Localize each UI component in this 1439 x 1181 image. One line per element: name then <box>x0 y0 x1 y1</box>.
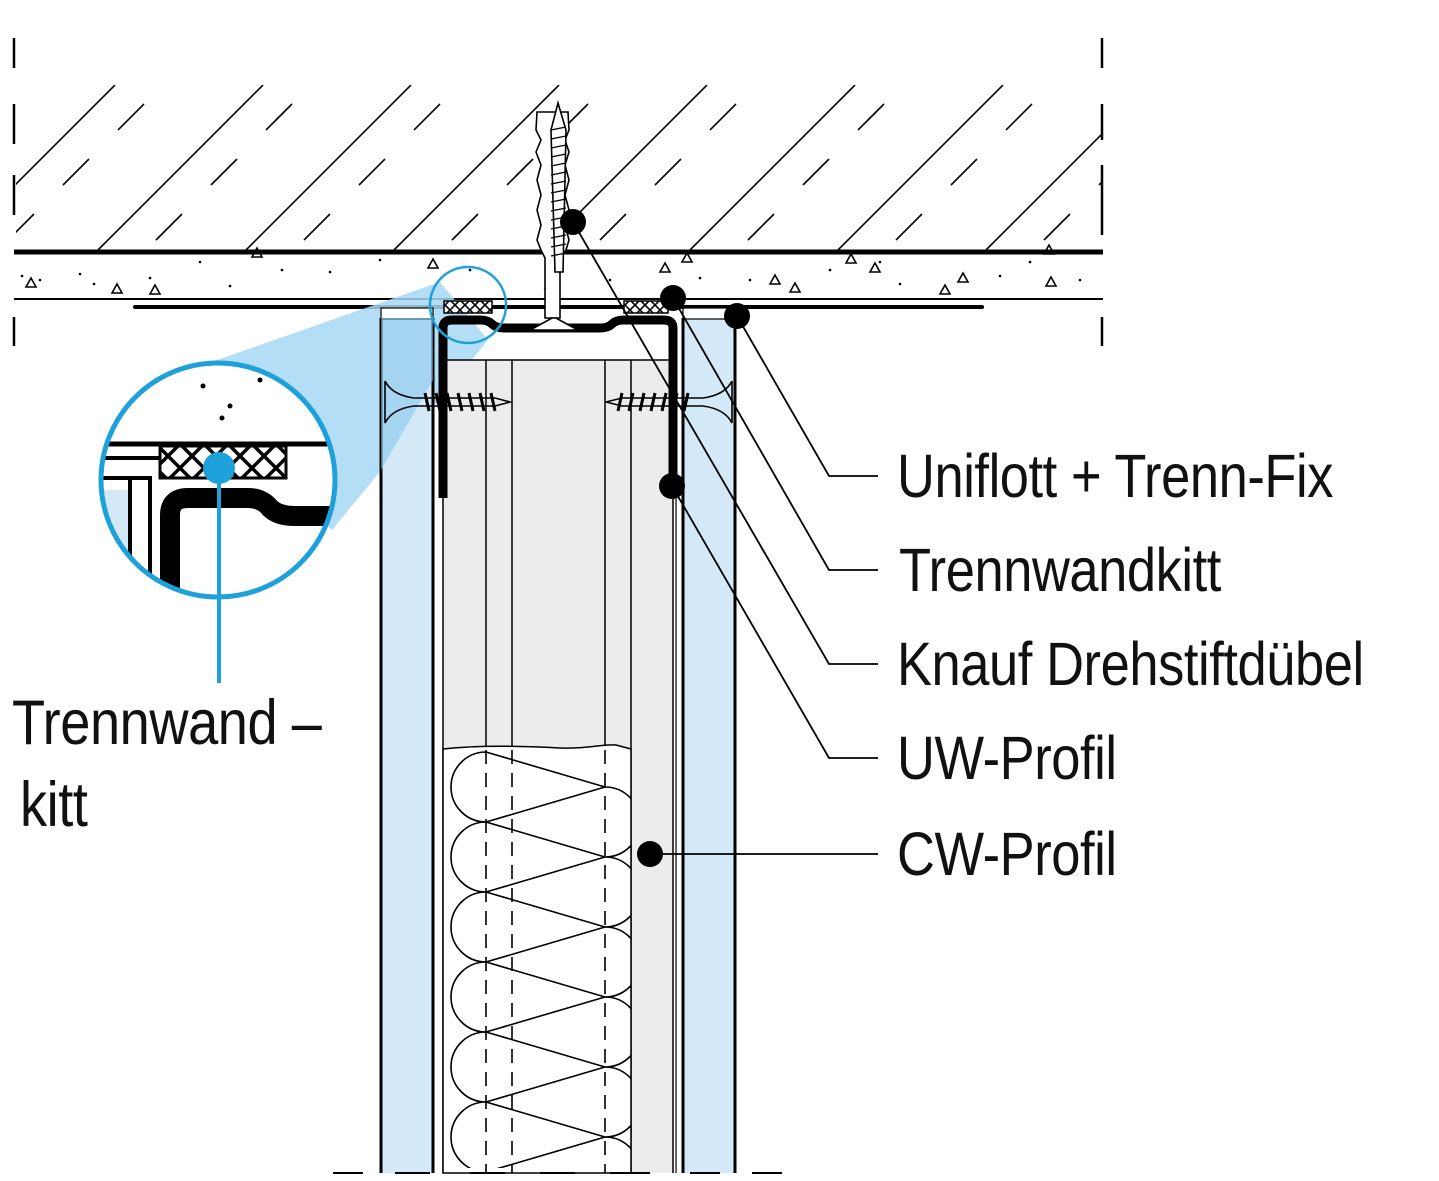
label-cw-profil: CW-Profil <box>897 824 1117 885</box>
hatch-dash <box>1302 104 1328 130</box>
hatch-line <box>688 85 855 252</box>
leader-drehstiftduebel-dot <box>560 209 586 235</box>
label-uw-profil: UW-Profil <box>897 728 1117 789</box>
leader-uniflott <box>737 316 878 476</box>
aggregate-dot <box>999 275 1002 278</box>
aggregate-mark <box>790 283 800 292</box>
hatch-dash <box>118 104 144 130</box>
aggregate-dot <box>93 283 96 286</box>
sealant-strip-left <box>444 301 492 313</box>
hatch-dash <box>156 214 182 240</box>
leader-uniflott-dot <box>724 303 750 329</box>
aggregate-mark <box>112 284 122 293</box>
hatch-dash <box>600 214 626 240</box>
hatch-dash <box>1154 104 1180 130</box>
aggregate-dot <box>749 279 752 282</box>
hatch-dash <box>655 159 681 185</box>
hatch-dash <box>359 159 385 185</box>
aggregate-dot <box>609 279 612 282</box>
aggregate-mark <box>150 285 160 294</box>
magnified-detail <box>100 363 340 683</box>
aggregate-dot <box>899 283 902 286</box>
hatch-dash <box>1247 159 1273 185</box>
hatch-line <box>984 85 1151 252</box>
hatch-dash <box>803 159 829 185</box>
hatch-line <box>244 85 411 252</box>
mineral-wool-insulation <box>443 745 640 1181</box>
hatch-line <box>392 85 559 252</box>
aggregate-mark <box>1046 277 1056 286</box>
aggregate-dot <box>699 277 702 280</box>
aggregate-dot <box>79 273 82 276</box>
aggregate-dot <box>469 269 472 272</box>
label-knauf-drehstiftduebel: Knauf Drehstiftdübel <box>897 634 1364 695</box>
hatch-dash <box>452 214 478 240</box>
hatch-dash <box>507 159 533 185</box>
aggregate-dot <box>229 285 232 288</box>
hatch-dash <box>710 104 736 130</box>
aggregate-dot <box>21 275 24 278</box>
aggregate-dot <box>1079 279 1082 282</box>
hatch-line <box>96 85 263 252</box>
hatch-dash <box>304 214 330 240</box>
aggregate-mark <box>870 263 880 272</box>
concrete-slab-hatching <box>0 85 1328 252</box>
hatch-dash <box>858 104 884 130</box>
hatch-dash <box>1044 214 1070 240</box>
aggregate-mark <box>958 273 968 282</box>
hatch-dash <box>414 104 440 130</box>
aggregate-mark <box>940 285 950 294</box>
leader-cw-profil-dot <box>637 841 663 867</box>
aggregate-dot <box>879 261 882 264</box>
aggregate-dot <box>379 259 382 262</box>
aggregate-dot <box>1029 261 1032 264</box>
hatch-line <box>836 85 1003 252</box>
aggregate-dot <box>149 277 152 280</box>
aggregate-mark <box>770 275 780 284</box>
aggregate-dot <box>199 261 202 264</box>
detail-label-line2: kitt <box>20 774 88 837</box>
hatch-dash <box>266 104 292 130</box>
aggregate-dot <box>329 271 332 274</box>
hatch-dash <box>896 214 922 240</box>
detail-label-line1: Trennwand – <box>12 692 322 755</box>
gypsum-board-right <box>683 308 735 1173</box>
hatch-dash <box>951 159 977 185</box>
hatch-dash <box>63 159 89 185</box>
hatch-dash <box>1192 214 1218 240</box>
aggregate-mark <box>26 278 36 287</box>
aggregate-dot <box>39 279 42 282</box>
aggregate-mark <box>660 263 670 272</box>
hatch-dash <box>211 159 237 185</box>
label-trennwandkitt: Trennwandkitt <box>899 540 1221 601</box>
aggregate-dot <box>281 269 284 272</box>
label-uniflott-trenn-fix: Uniflott + Trenn-Fix <box>897 446 1333 507</box>
hatch-dash <box>748 214 774 240</box>
leader-trennwandkitt-dot <box>660 285 686 311</box>
hatch-line <box>0 85 115 252</box>
hatch-dash <box>8 214 34 240</box>
hatch-dash <box>1006 104 1032 130</box>
aggregate-mark <box>428 259 438 268</box>
leader-uw-profil-dot <box>659 473 685 499</box>
aggregate-mark <box>846 254 856 263</box>
aggregate-dot <box>829 269 832 272</box>
hatch-line <box>1132 85 1299 252</box>
